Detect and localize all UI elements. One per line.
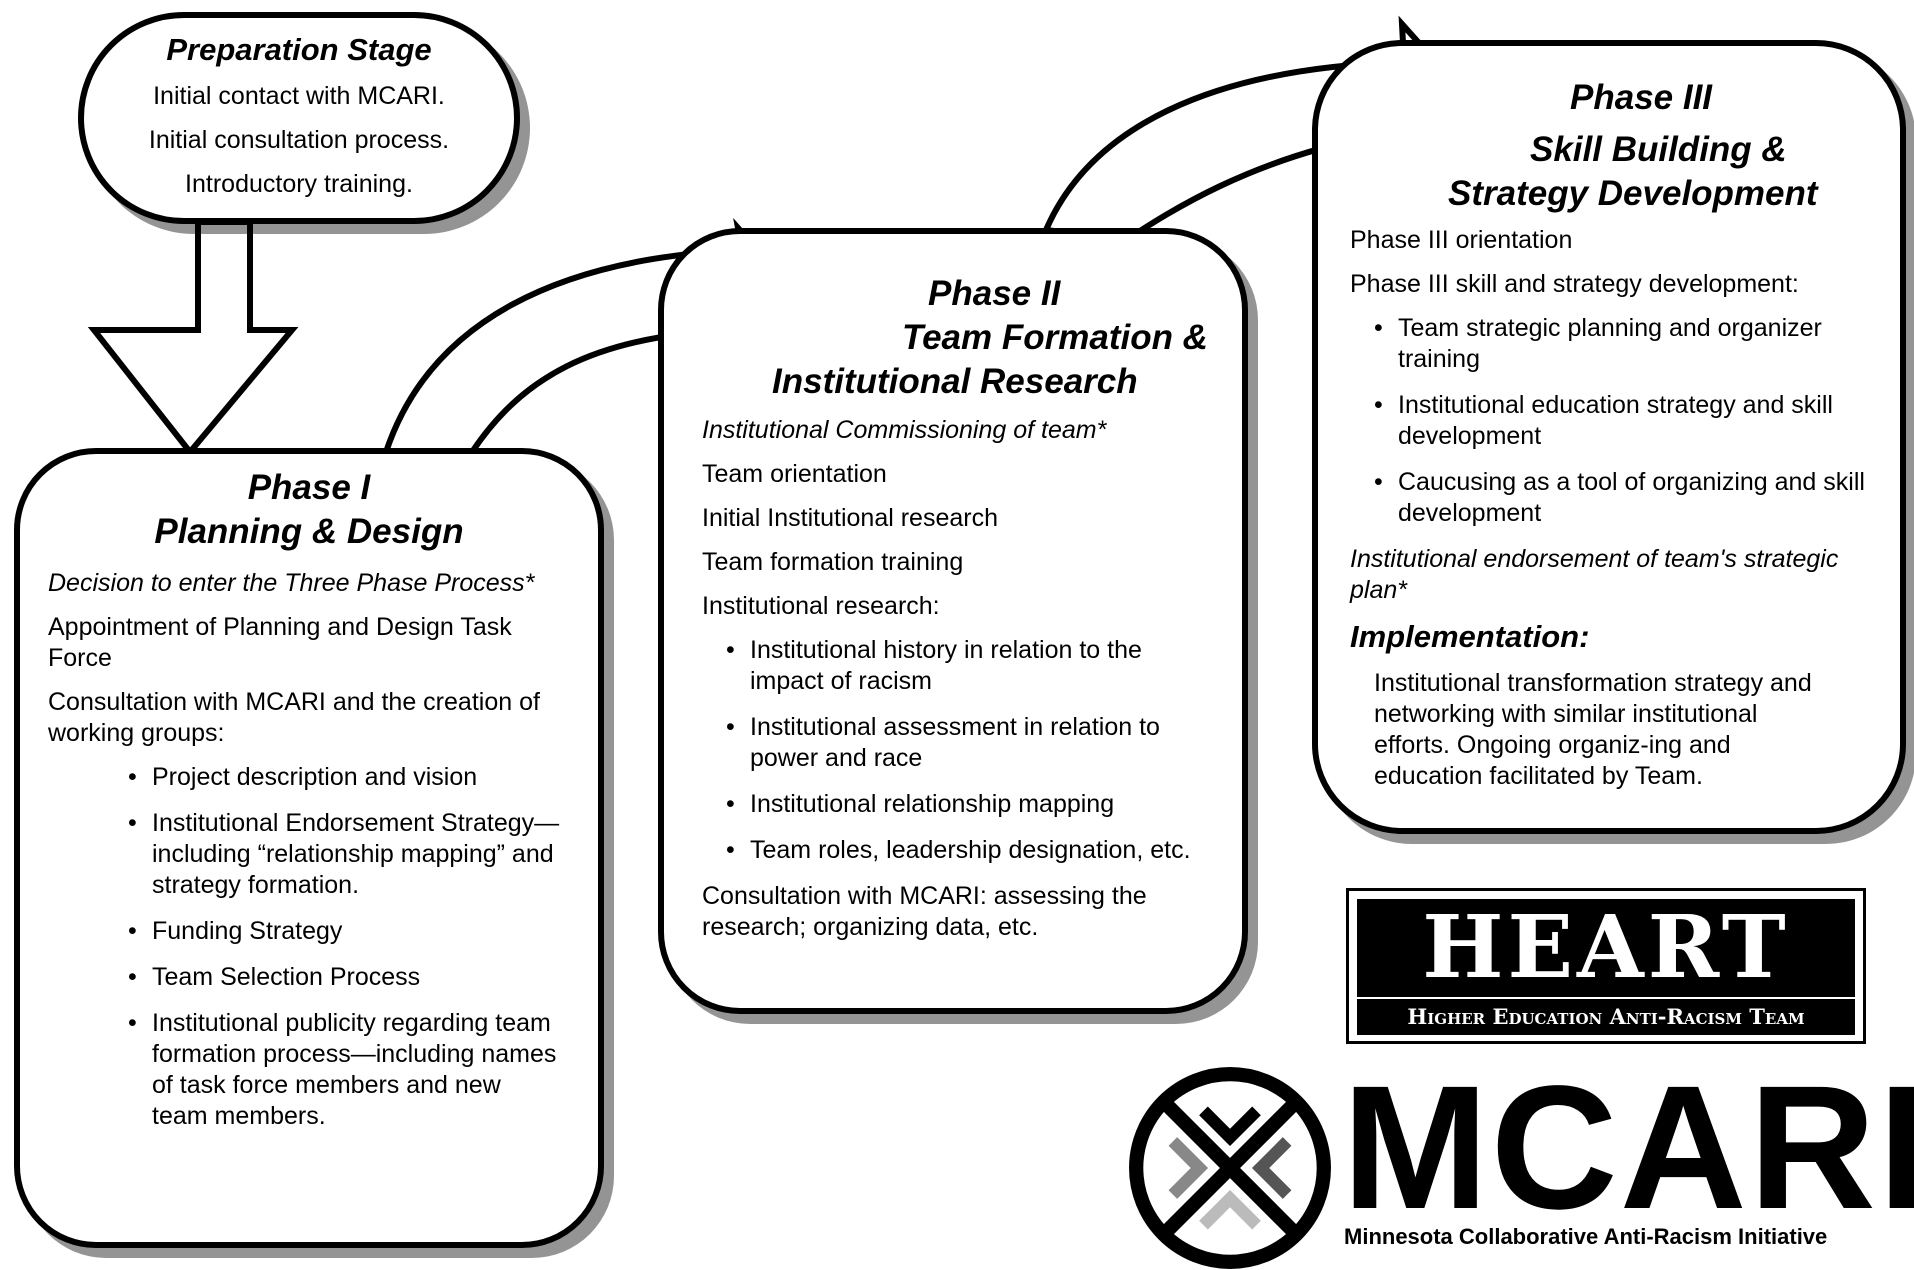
phase1-bullet-list: Project description and vision Instituti… <box>48 762 570 1132</box>
list-item: Team strategic planning and organizer tr… <box>1374 313 1876 375</box>
list-item: Team roles, leadership designation, etc. <box>726 835 1220 866</box>
heart-logo-subtitle: Higher Education Anti-Racism Team <box>1357 999 1855 1035</box>
preparation-line: Initial consultation process. <box>148 126 450 154</box>
list-item: Institutional relationship mapping <box>726 789 1220 820</box>
phase3-box: Phase III Skill Building & Strategy Deve… <box>1312 40 1906 834</box>
phase3-title: Phase III <box>1570 78 1713 117</box>
list-item: Funding Strategy <box>128 916 560 947</box>
list-item: Institutional assessment in relation to … <box>726 712 1220 774</box>
phase1-decision: Decision to enter the Three Phase Proces… <box>48 568 535 597</box>
list-item: Institutional Endorsement Strategy—inclu… <box>128 808 560 901</box>
list-item: Institutional history in relation to the… <box>726 635 1220 697</box>
phase3-item: Phase III orientation <box>1350 226 1573 255</box>
phase2-subtitle-line1: Team Formation & <box>902 317 1208 357</box>
phase2-title: Phase II <box>928 274 1061 313</box>
list-item: Team Selection Process <box>128 962 560 993</box>
heart-logo-word: HEART <box>1357 899 1855 997</box>
phase3-bullet-list: Team strategic planning and organizer tr… <box>1350 313 1876 529</box>
phase2-box: Phase II Team Formation & Institutional … <box>658 228 1248 1014</box>
phase2-item: Institutional research: <box>702 592 940 621</box>
phase1-subtitle: Planning & Design <box>154 511 464 551</box>
phase1-consultation: Consultation with MCARI and the creation… <box>48 687 540 747</box>
phase3-item: Phase III skill and strategy development… <box>1350 270 1799 299</box>
phase2-item: Initial Institutional research <box>702 504 998 533</box>
list-item: Project description and vision <box>128 762 560 793</box>
preparation-line: Introductory training. <box>185 170 413 198</box>
list-item: Institutional publicity regarding team f… <box>128 1008 560 1132</box>
down-arrow <box>87 219 299 457</box>
phase3-implementation-text: Institutional transformation strategy an… <box>1374 669 1812 791</box>
list-item: Institutional education strategy and ski… <box>1374 390 1876 452</box>
phase2-bullet-list: Institutional history in relation to the… <box>702 635 1220 866</box>
phase1-title: Phase I <box>247 468 371 507</box>
preparation-stage-box: Preparation Stage Initial contact with M… <box>78 12 520 224</box>
phase2-commissioning: Institutional Commissioning of team* <box>702 416 1107 445</box>
phase2-item: Team formation training <box>702 548 964 577</box>
mcari-logo-subtitle: Minnesota Collaborative Anti-Racism Init… <box>1344 1224 1828 1249</box>
phase2-consultation: Consultation with MCARI: assessing the r… <box>702 882 1147 942</box>
preparation-title: Preparation Stage <box>166 32 432 67</box>
phase3-subtitle-line1: Skill Building & <box>1530 129 1787 169</box>
phase3-subtitle-line2: Strategy Development <box>1448 173 1818 213</box>
preparation-line: Initial contact with MCARI. <box>153 82 445 110</box>
mcari-emblem-icon <box>1129 1067 1331 1269</box>
phase2-subtitle-line2: Institutional Research <box>772 361 1138 401</box>
phase2-item: Team orientation <box>702 460 887 489</box>
mcari-logo-word: MCARI <box>1342 1050 1914 1246</box>
heart-logo: HEART Higher Education Anti-Racism Team <box>1346 888 1866 1044</box>
phase3-endorsement: Institutional endorsement of team's stra… <box>1350 545 1839 605</box>
phase3-implementation-heading: Implementation: <box>1350 619 1590 655</box>
phase1-box: Phase I Planning & Design Decision to en… <box>14 448 604 1248</box>
phase1-appointment: Appointment of Planning and Design Task … <box>48 612 512 672</box>
list-item: Caucusing as a tool of organizing and sk… <box>1374 467 1876 529</box>
